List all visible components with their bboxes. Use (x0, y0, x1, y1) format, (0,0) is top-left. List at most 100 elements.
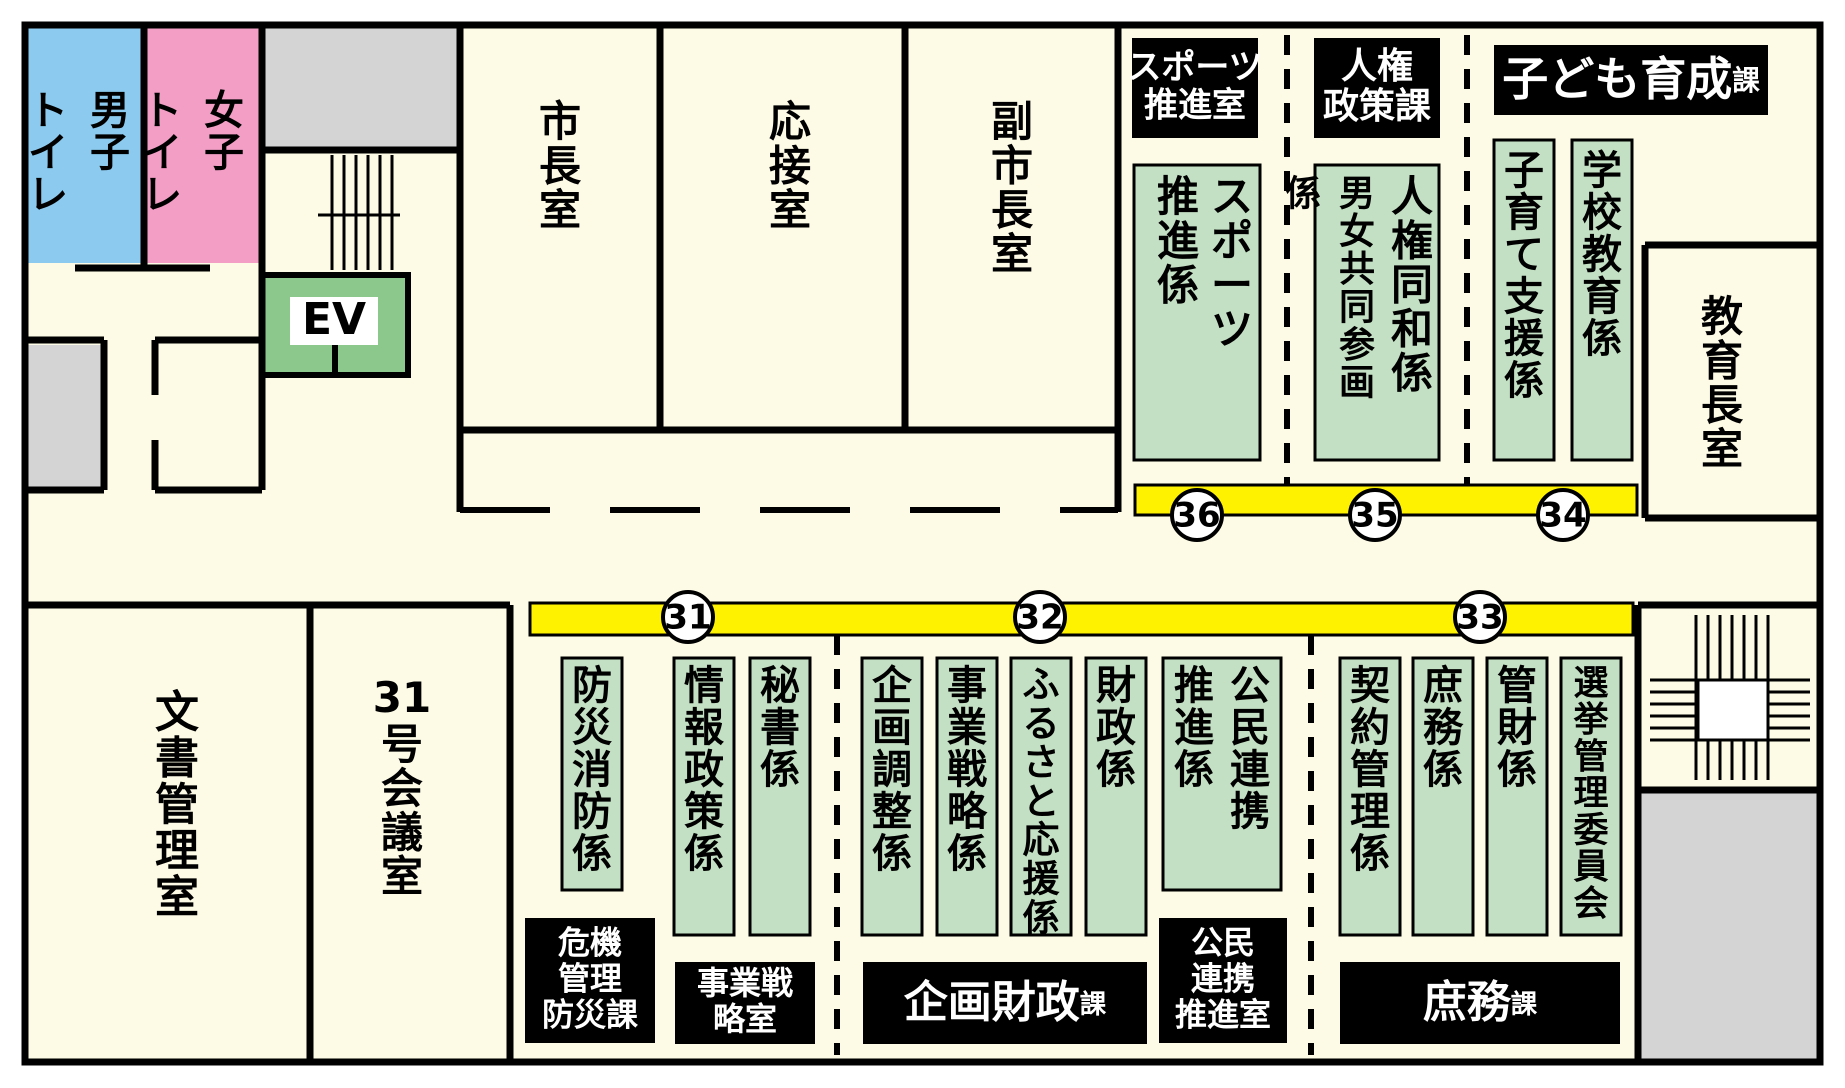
svg-text:育: 育 (1701, 336, 1743, 385)
svg-text:子: 子 (204, 130, 244, 176)
counter-number-31: 31 (661, 590, 715, 644)
svg-text:長: 長 (1701, 380, 1744, 429)
svg-text:教: 教 (1582, 232, 1622, 278)
svg-text:秘: 秘 (760, 663, 800, 709)
svg-text:理: 理 (155, 826, 199, 877)
svg-text:号: 号 (381, 720, 423, 769)
svg-text:市: 市 (539, 97, 581, 146)
reception-room-label: 応接室 (769, 97, 811, 234)
svg-text:公民: 公民 (1191, 924, 1255, 962)
svg-text:約: 約 (1350, 705, 1390, 751)
desk-disaster (560, 656, 624, 892)
svg-text:財: 財 (1096, 663, 1136, 709)
svg-text:委: 委 (1573, 811, 1608, 851)
svg-text:参: 参 (1339, 325, 1375, 366)
svg-text:庶: 庶 (1423, 663, 1463, 709)
svg-text:て: て (1504, 232, 1544, 278)
dashed-partitions (460, 35, 1470, 1055)
storage-area-top (262, 28, 457, 148)
walls (21, 21, 1824, 1066)
svg-text:進: 進 (1174, 705, 1214, 751)
desk-strategy (935, 656, 999, 937)
svg-text:防: 防 (572, 663, 612, 709)
desk-furusato (1009, 656, 1073, 937)
svg-text:ト: ト (28, 88, 68, 134)
svg-text:係: 係 (1350, 831, 1390, 877)
svg-text:公: 公 (1230, 663, 1270, 709)
svg-text:子: 子 (1504, 148, 1544, 194)
svg-text:情: 情 (684, 663, 724, 709)
svg-text:援: 援 (1023, 857, 1061, 900)
svg-text:さ: さ (1023, 741, 1060, 784)
svg-text:教: 教 (1701, 292, 1743, 341)
svg-text:書: 書 (760, 705, 800, 751)
svg-text:33: 33 (1456, 598, 1503, 638)
svg-text:レ: レ (28, 172, 68, 218)
svg-text:議: 議 (381, 808, 423, 857)
desk-planning (860, 656, 924, 937)
desk-label-secretary: 秘書係 (760, 663, 800, 793)
svg-text:ス: ス (1211, 172, 1253, 221)
svg-text:務: 務 (1423, 705, 1464, 751)
svg-text:連携: 連携 (1191, 960, 1255, 998)
svg-text:管理: 管理 (558, 960, 622, 998)
svg-text:と: と (1023, 780, 1060, 823)
svg-text:危機: 危機 (558, 924, 622, 962)
svg-text:長: 長 (991, 185, 1034, 234)
svg-text:事業戦: 事業戦 (697, 964, 793, 1002)
desk-election (1559, 656, 1623, 937)
svg-text:係: 係 (1423, 747, 1463, 793)
svg-text:共: 共 (1339, 249, 1375, 290)
desk-human-rights-dowa (1313, 163, 1441, 462)
svg-text:34: 34 (1539, 496, 1586, 536)
svg-text:連: 連 (1230, 747, 1271, 793)
svg-text:係: 係 (1096, 747, 1136, 793)
svg-text:災: 災 (572, 705, 612, 751)
svg-text:応: 応 (1023, 819, 1060, 862)
svg-text:イ: イ (142, 130, 182, 176)
svg-text:31: 31 (664, 598, 711, 638)
svg-text:係: 係 (1504, 358, 1544, 404)
svg-text:防: 防 (572, 789, 612, 835)
svg-text:校: 校 (1582, 190, 1622, 236)
svg-text:企画財政課: 企画財政課 (904, 977, 1107, 1028)
svg-text:画: 画 (1339, 363, 1375, 404)
svg-text:レ: レ (142, 172, 182, 218)
svg-text:室: 室 (769, 185, 811, 234)
svg-text:係: 係 (1391, 349, 1433, 398)
svg-text:学: 学 (1582, 148, 1622, 194)
storage-area-left (28, 345, 104, 487)
desk-school-edu (1570, 138, 1634, 462)
svg-text:企: 企 (872, 663, 913, 709)
svg-text:36: 36 (1173, 496, 1220, 536)
svg-text:民: 民 (1230, 705, 1270, 751)
svg-text:ー: ー (1211, 260, 1253, 309)
svg-text:契: 契 (1350, 663, 1390, 709)
svg-text:権: 権 (1391, 216, 1433, 265)
counter-number-33: 33 (1453, 590, 1507, 644)
dept-planning-finance: 企画財政課 (863, 962, 1147, 1044)
svg-text:係: 係 (684, 831, 724, 877)
svg-text:イ: イ (28, 130, 68, 176)
stairs-top (318, 155, 400, 270)
svg-text:係: 係 (760, 747, 800, 793)
svg-text:ト: ト (142, 88, 182, 134)
svg-text:係: 係 (947, 831, 987, 877)
counter-number-32: 32 (1013, 590, 1067, 644)
